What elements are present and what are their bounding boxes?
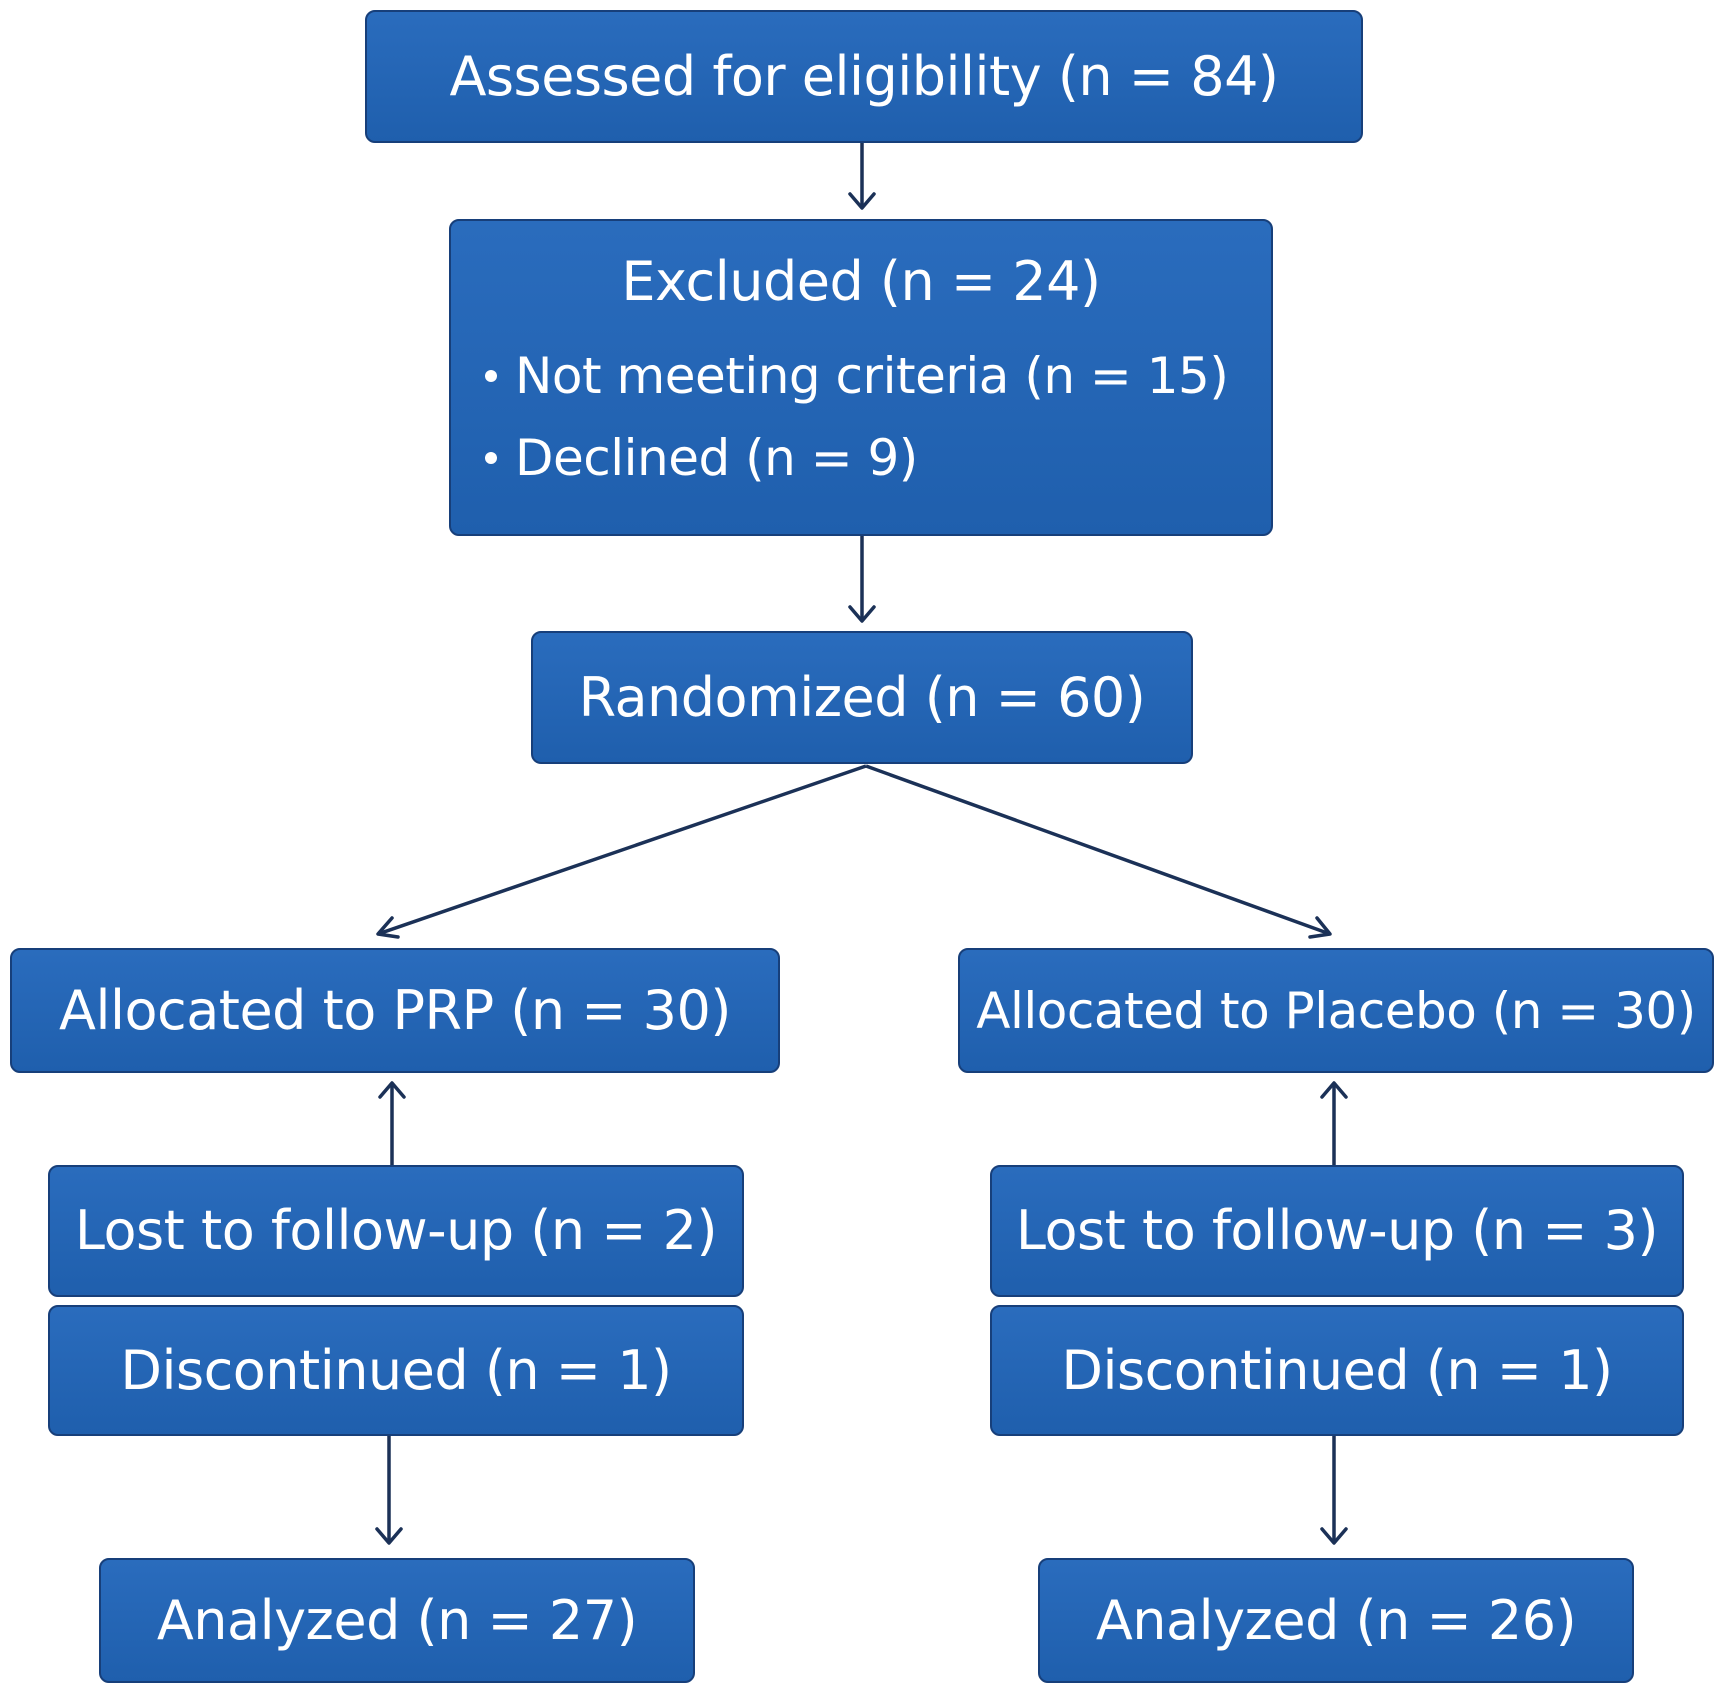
- placebo-lost-box: Lost to follow-up (n = 3): [990, 1165, 1684, 1297]
- excluded-item-label: Declined (n = 9): [515, 429, 918, 487]
- prp-discontinued-label: Discontinued (n = 1): [120, 1338, 672, 1402]
- prp-analyzed-box: Analyzed (n = 27): [99, 1558, 695, 1683]
- arrow-placebo-lost-to-allocated: [1320, 1081, 1348, 1165]
- arrow-prp-lost-to-allocated: [378, 1081, 406, 1165]
- bullet-icon: [485, 452, 497, 464]
- arrow-excluded-to-randomized: [848, 536, 876, 623]
- arrow-randomized-to-placebo: [865, 764, 1332, 939]
- prp-allocated-box: Allocated to PRP (n = 30): [10, 948, 780, 1073]
- placebo-analyzed-label: Analyzed (n = 26): [1095, 1588, 1577, 1652]
- bullet-icon: [485, 370, 497, 382]
- arrow-assessed-to-excluded: [848, 143, 876, 210]
- excluded-item: Not meeting criteria (n = 15): [485, 347, 1229, 405]
- excluded-item: Declined (n = 9): [485, 433, 918, 483]
- placebo-allocated-box: Allocated to Placebo (n = 30): [958, 948, 1714, 1073]
- excluded-box: Excluded (n = 24) Not meeting criteria (…: [449, 219, 1273, 536]
- randomized-box: Randomized (n = 60): [531, 631, 1193, 764]
- excluded-title: Excluded (n = 24): [621, 250, 1101, 313]
- assessed-label: Assessed for eligibility (n = 84): [449, 44, 1279, 108]
- placebo-lost-label: Lost to follow-up (n = 3): [1015, 1199, 1659, 1262]
- assessed-box: Assessed for eligibility (n = 84): [365, 10, 1363, 143]
- prp-analyzed-label: Analyzed (n = 27): [156, 1588, 638, 1652]
- placebo-allocated-label: Allocated to Placebo (n = 30): [976, 981, 1696, 1040]
- prp-allocated-label: Allocated to PRP (n = 30): [59, 978, 731, 1042]
- prp-lost-label: Lost to follow-up (n = 2): [74, 1199, 718, 1262]
- randomized-label: Randomized (n = 60): [578, 665, 1146, 729]
- placebo-discontinued-box: Discontinued (n = 1): [990, 1305, 1684, 1436]
- placebo-analyzed-box: Analyzed (n = 26): [1038, 1558, 1634, 1683]
- arrow-prp-discontinued-to-analyzed: [375, 1436, 403, 1545]
- arrow-placebo-discontinued-to-analyzed: [1320, 1436, 1348, 1545]
- prp-lost-box: Lost to follow-up (n = 2): [48, 1165, 744, 1297]
- placebo-discontinued-label: Discontinued (n = 1): [1061, 1338, 1613, 1402]
- arrow-randomized-to-prp: [376, 764, 867, 939]
- prp-discontinued-box: Discontinued (n = 1): [48, 1305, 744, 1436]
- excluded-item-label: Not meeting criteria (n = 15): [515, 347, 1229, 405]
